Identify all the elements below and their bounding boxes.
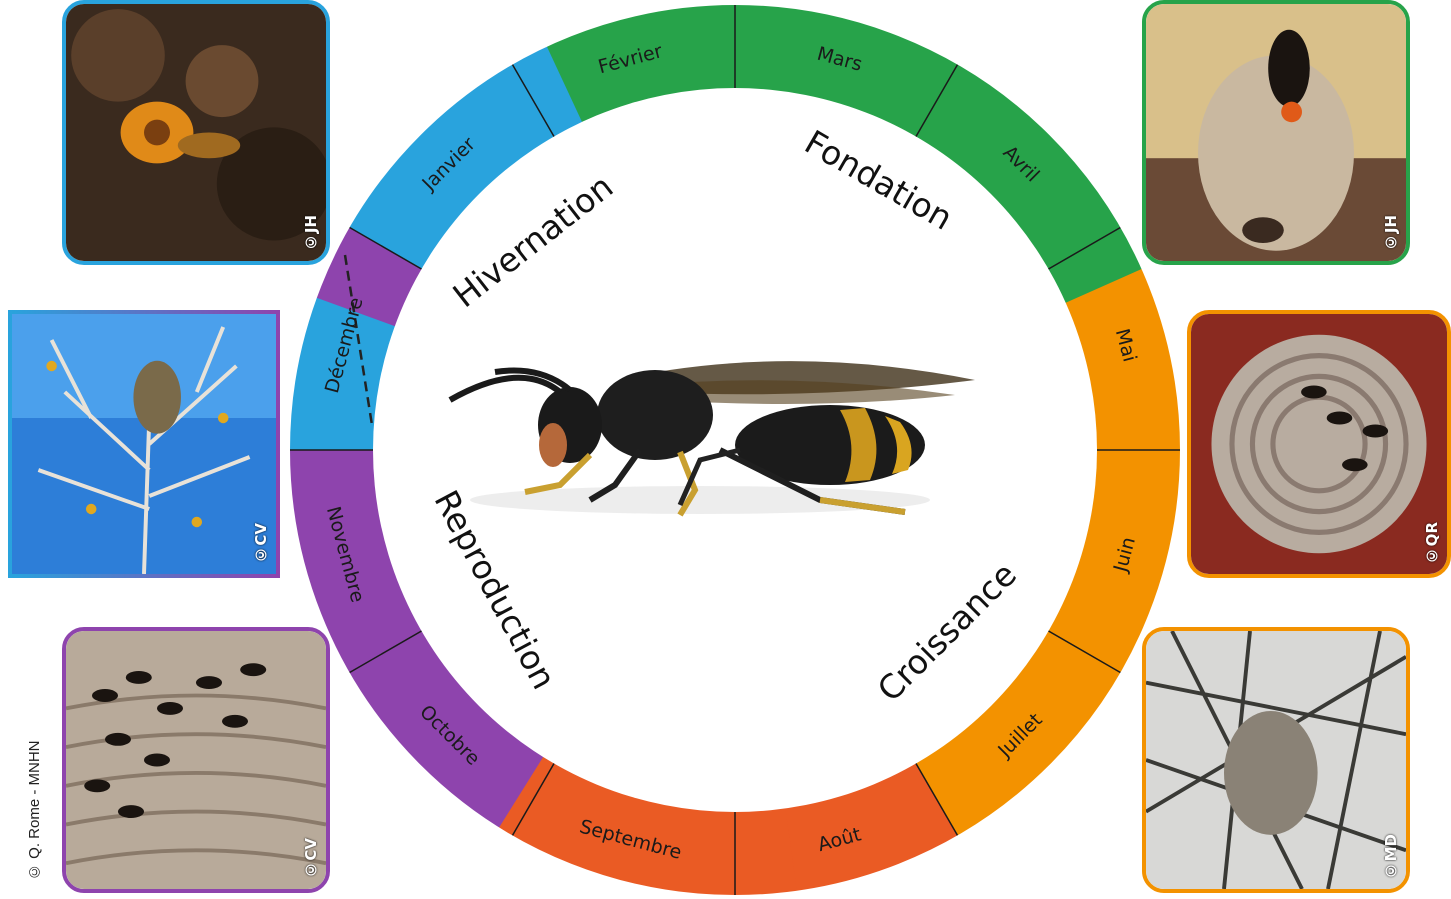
photo-credit: ©MD	[1382, 834, 1400, 879]
photo-credit: ©CV	[302, 838, 320, 879]
photo-queen-on-primary-nest: ©JH	[1142, 0, 1410, 265]
photo-nest-interior: ©QR	[1187, 310, 1451, 578]
photo-credit: ©CV	[252, 523, 270, 564]
photo-credit: ©JH	[1382, 215, 1400, 251]
photo-credit: ©JH	[302, 215, 320, 251]
photo-nest-in-branches: ©MD	[1142, 627, 1410, 893]
photo-nest-with-hornets: ©CV	[62, 627, 330, 893]
photo-queen-hibernating: ©JH	[62, 0, 330, 265]
photo-nest-in-tree-winter: ©CV	[8, 310, 280, 578]
copyright-notice: © Q. Rome - MNHN	[26, 660, 46, 880]
photo-credit: ©QR	[1423, 522, 1441, 564]
